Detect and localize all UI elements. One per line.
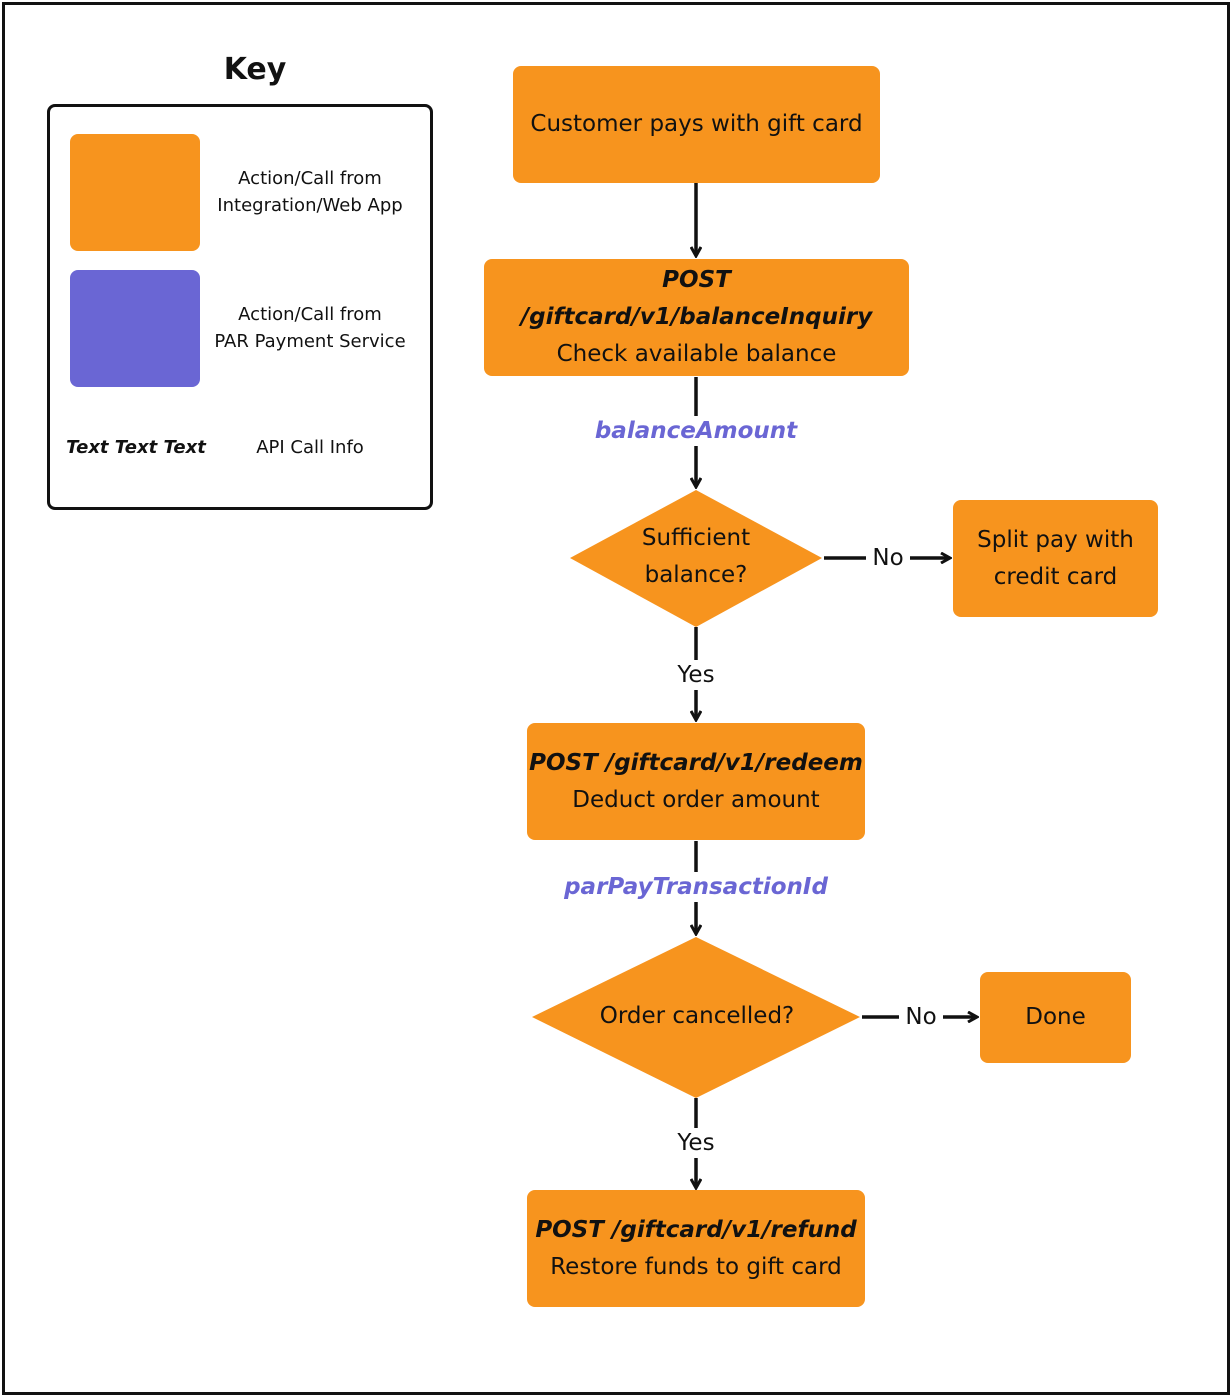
done-label: Done <box>1025 1004 1086 1030</box>
key-purple-label: Action/Call from PAR Payment Service <box>205 301 415 355</box>
refund-api: POST /giftcard/v1/refund <box>535 1216 857 1243</box>
decision1-yes-label: Yes <box>668 660 724 690</box>
step-customer-pays: Customer pays with gift card <box>513 66 880 183</box>
decision2-yes-label: Yes <box>668 1128 724 1158</box>
key-orange-label-line1: Action/Call from <box>238 168 382 189</box>
balance-inquiry-api: POST /giftcard/v1/balanceInquiry <box>520 267 873 330</box>
decision-sufficient-balance-shape <box>570 490 822 627</box>
step-done: Done <box>980 972 1131 1063</box>
decision-order-cancelled-shape <box>532 937 860 1098</box>
step-split-pay: Split pay with credit card <box>953 500 1158 617</box>
key-orange-label: Action/Call from Integration/Web App <box>205 165 415 219</box>
par-pay-transaction-id-info: parPayTransactionId <box>556 872 836 902</box>
step-balance-inquiry: POST /giftcard/v1/balanceInquiry Check a… <box>484 259 909 376</box>
decision-sufficient-balance-label: Sufficient balance? <box>596 520 796 594</box>
refund-desc: Restore funds to gift card <box>550 1253 842 1280</box>
key-orange-label-line2: Integration/Web App <box>217 195 403 216</box>
step-refund: POST /giftcard/v1/refund Restore funds t… <box>527 1190 865 1307</box>
split-pay-line2: credit card <box>993 563 1118 590</box>
decision1-line2: balance? <box>644 562 748 588</box>
key-purple-label-line1: Action/Call from <box>238 304 382 325</box>
balance-amount-info: balanceAmount <box>586 416 806 446</box>
key-sample-text: Text Text Text <box>66 437 206 458</box>
balance-inquiry-desc: Check available balance <box>556 341 837 367</box>
split-pay-line1: Split pay with <box>977 526 1134 553</box>
decision1-no-label: No <box>866 543 910 573</box>
redeem-desc: Deduct order amount <box>572 786 820 813</box>
decision-order-cancelled-label: Order cancelled? <box>599 1003 795 1029</box>
key-legend <box>47 104 433 510</box>
decision1-line1: Sufficient <box>641 525 751 551</box>
key-title: Key <box>223 52 287 87</box>
key-purple-swatch <box>70 270 200 387</box>
key-sample-label: API Call Info <box>256 437 364 458</box>
step-customer-pays-label: Customer pays with gift card <box>530 111 863 137</box>
key-orange-swatch <box>70 134 200 251</box>
key-purple-label-line2: PAR Payment Service <box>214 331 406 352</box>
step-redeem: POST /giftcard/v1/redeem Deduct order am… <box>527 723 865 840</box>
decision2-no-label: No <box>899 1002 943 1032</box>
redeem-api: POST /giftcard/v1/redeem <box>529 749 863 776</box>
